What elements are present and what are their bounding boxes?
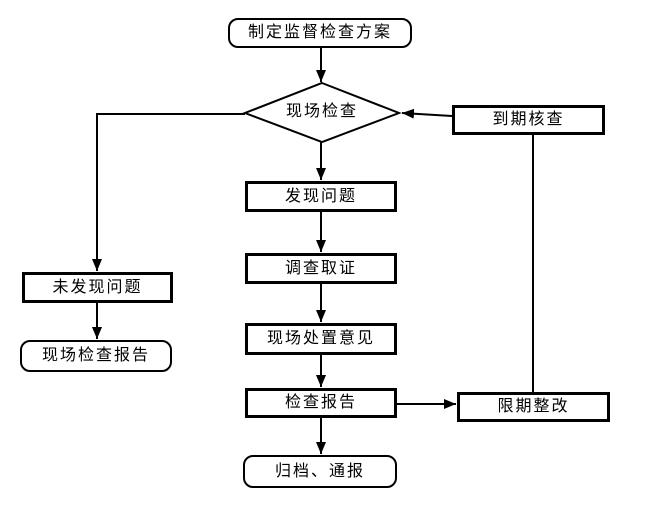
node-rectify-label: 限期整改 [497, 398, 570, 415]
node-archive-label: 归档、通报 [274, 462, 365, 480]
edge-check-to-noproblem [92, 113, 245, 271]
node-investigate: 调查取证 [245, 253, 397, 284]
node-inspection-report-label: 检查报告 [284, 394, 357, 411]
node-archive: 归档、通报 [243, 455, 397, 488]
node-onsite-report: 现场检查报告 [20, 340, 172, 372]
node-rectify: 限期整改 [457, 392, 610, 422]
node-plan: 制定监督检查方案 [228, 18, 412, 48]
node-found-problem-label: 发现问题 [284, 187, 357, 205]
node-plan-label: 制定监督检查方案 [247, 24, 392, 41]
node-onsite-report-label: 现场检查报告 [41, 347, 150, 364]
node-onsite-opinion-label: 现场处置意见 [266, 330, 375, 347]
node-onsite-check-label: 现场检查 [285, 103, 358, 120]
node-found-problem: 发现问题 [245, 181, 397, 212]
node-no-problem-label: 未发现问题 [52, 278, 143, 296]
edge-dueverify-to-check [401, 108, 453, 119]
node-due-verify: 到期核查 [452, 105, 605, 135]
node-onsite-opinion: 现场处置意见 [245, 323, 397, 355]
node-investigate-label: 调查取证 [284, 259, 357, 277]
node-due-verify-label: 到期核查 [492, 111, 565, 128]
node-no-problem: 未发现问题 [22, 272, 173, 303]
node-onsite-check: 现场检查 [252, 98, 392, 126]
node-inspection-report: 检查报告 [245, 388, 397, 418]
